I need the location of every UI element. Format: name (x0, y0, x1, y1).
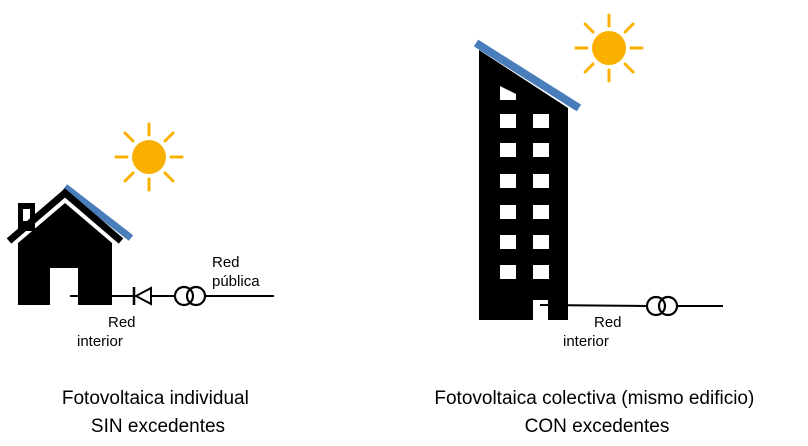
house-diagram: Red pública Red interior Fotovoltaica in… (6, 122, 274, 437)
label-red-interior-left: Red interior (77, 314, 140, 350)
caption-right: Fotovoltaica colectiva (mismo edificio) … (434, 388, 759, 437)
building-wire (539, 304, 649, 307)
solar-panel-building (473, 39, 582, 112)
house-roof (6, 188, 124, 244)
label-red-publica: Red pública (212, 254, 260, 290)
building-door (533, 300, 548, 320)
caption-left: Fotovoltaica individual SIN excedentes (62, 388, 254, 437)
label-red-interior-right: Red interior (563, 314, 626, 350)
solar-panel-house (62, 184, 134, 241)
building-top-window (500, 86, 516, 100)
sun-icon-right (574, 13, 644, 83)
building-windows (500, 114, 549, 279)
sun-icon-left (114, 122, 184, 192)
building-diagram: Red interior Fotovoltaica colectiva (mis… (434, 13, 759, 437)
diode-icon (132, 286, 152, 306)
house-body (18, 203, 112, 305)
transformer-icon-right (645, 295, 679, 317)
house-door (50, 268, 78, 305)
transformer-icon-left (173, 285, 207, 307)
